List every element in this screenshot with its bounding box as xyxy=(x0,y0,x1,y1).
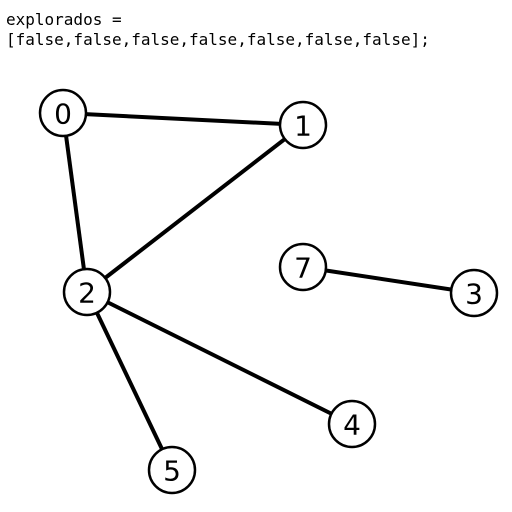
node-label-7: 7 xyxy=(294,252,312,285)
edge-0-2 xyxy=(61,112,89,293)
code-line-1: explorados = xyxy=(6,10,122,29)
edge-2-4 xyxy=(86,290,353,426)
node-label-0: 0 xyxy=(54,98,72,131)
node-label-2: 2 xyxy=(78,277,96,310)
node-3: 3 xyxy=(449,268,499,318)
node-0: 0 xyxy=(38,88,88,138)
nodes-layer: 0 1 2 3 4 5 7 xyxy=(38,88,499,495)
node-4: 4 xyxy=(327,399,377,449)
node-circle-1 xyxy=(278,100,328,150)
edge-2-5 xyxy=(85,291,174,471)
code-snippet: explorados =[false,false,false,false,fal… xyxy=(6,10,430,50)
edge-0-1 xyxy=(62,111,304,127)
node-label-1: 1 xyxy=(294,110,312,143)
node-circle-5 xyxy=(147,445,197,495)
edge-1-2 xyxy=(85,123,305,294)
node-circle-0 xyxy=(38,88,88,138)
code-line-2: [false,false,false,false,false,false,fal… xyxy=(6,30,430,49)
node-label-5: 5 xyxy=(163,455,181,488)
node-circle-4 xyxy=(327,399,377,449)
node-1: 1 xyxy=(278,100,328,150)
node-5: 5 xyxy=(147,445,197,495)
edge-7-3 xyxy=(302,265,475,295)
node-circle-2 xyxy=(62,267,112,317)
node-label-4: 4 xyxy=(343,409,361,442)
node-circle-3 xyxy=(449,268,499,318)
node-label-3: 3 xyxy=(465,278,483,311)
node-2: 2 xyxy=(62,267,112,317)
node-circle-7 xyxy=(278,242,328,292)
node-7: 7 xyxy=(278,242,328,292)
edges-layer xyxy=(61,111,475,471)
